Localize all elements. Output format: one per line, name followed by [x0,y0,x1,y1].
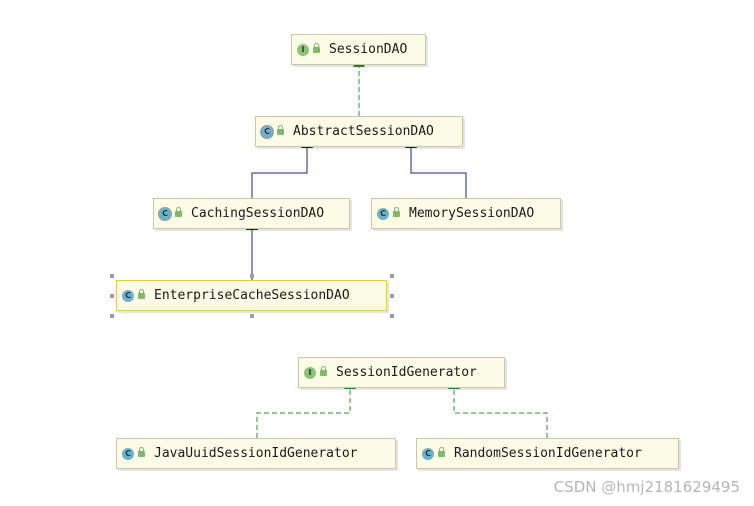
watermark: CSDN @hmj2181629495 [553,478,740,496]
selection-handle-bottom-middle[interactable] [250,314,254,318]
lock-icon [313,42,320,53]
lock-icon [138,446,145,457]
lock-icon [277,124,284,135]
class-icon: C [122,447,134,460]
node-label: JavaUuidSessionIdGenerator [154,446,358,461]
node-enterprise-cache-session-dao[interactable]: C EnterpriseCacheSessionDAO [116,280,387,311]
lock-icon [320,365,327,376]
node-label: SessionDAO [329,42,408,57]
class-icon: C [422,447,434,460]
edge-caching-to-abstract [251,136,313,198]
node-label: MemorySessionDAO [409,206,535,221]
class-icon: C [377,207,389,220]
node-session-dao[interactable]: I SessionDAO [291,34,426,65]
abstract-class-icon: C [261,125,273,138]
lock-icon [138,288,145,299]
lock-icon [438,446,445,457]
node-label: AbstractSessionDAO [293,124,434,139]
edge-javauuid-to-generator [256,377,356,438]
node-memory-session-dao[interactable]: C MemorySessionDAO [371,198,561,229]
edge-memory-to-abstract [405,136,467,198]
lock-icon [393,206,400,217]
interface-icon: I [304,366,316,379]
node-session-id-generator[interactable]: I SessionIdGenerator [298,357,505,388]
selection-handle-top-left[interactable] [110,274,114,278]
node-label: RandomSessionIdGenerator [454,446,642,461]
node-label: SessionIdGenerator [336,365,477,380]
interface-icon: I [297,43,309,56]
selection-handle-middle-left[interactable] [110,294,114,298]
selection-handle-bottom-right[interactable] [390,314,394,318]
class-icon: C [122,289,134,302]
node-label: EnterpriseCacheSessionDAO [154,288,350,303]
selection-handle-middle-right[interactable] [390,294,394,298]
node-caching-session-dao[interactable]: C CachingSessionDAO [153,198,350,229]
node-java-uuid-session-id-generator[interactable]: C JavaUuidSessionIdGenerator [116,438,396,469]
abstract-class-icon: C [159,207,171,220]
selection-handle-top-middle[interactable] [250,274,254,278]
edge-random-to-generator [448,377,548,438]
node-abstract-session-dao[interactable]: C AbstractSessionDAO [255,116,463,147]
node-random-session-id-generator[interactable]: C RandomSessionIdGenerator [416,438,679,469]
node-label: CachingSessionDAO [191,206,325,221]
lock-icon [175,206,182,217]
selection-handle-top-right[interactable] [390,274,394,278]
selection-handle-bottom-left[interactable] [110,314,114,318]
